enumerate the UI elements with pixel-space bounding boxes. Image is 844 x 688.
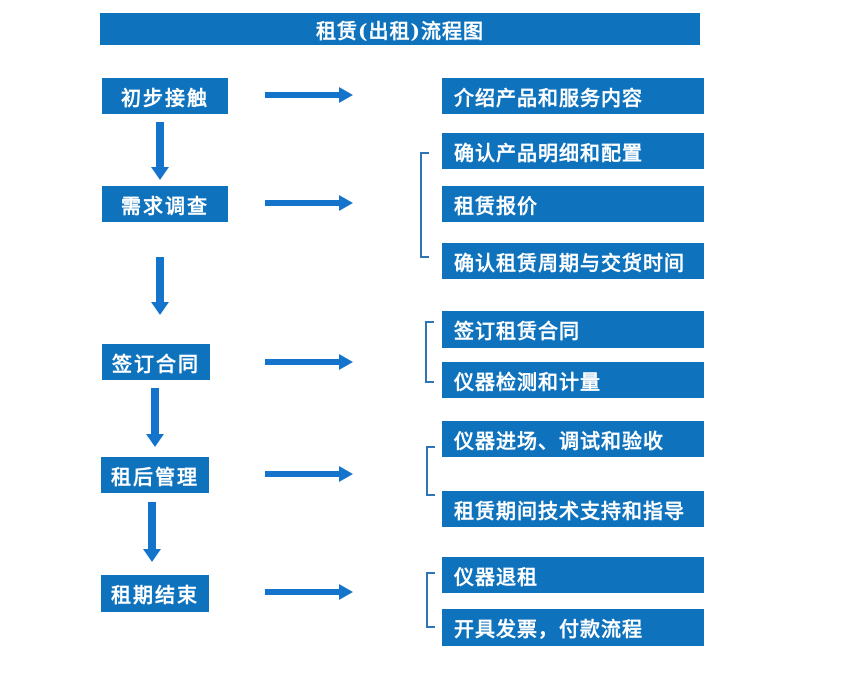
detail-label: 确认租赁周期与交货时间: [454, 250, 685, 275]
group-bracket: [425, 321, 434, 383]
stage-sign-contract: 签订合同: [102, 344, 210, 380]
detail-introduce-products: 介绍产品和服务内容: [442, 78, 704, 114]
detail-instrument-inspection: 仪器检测和计量: [442, 362, 704, 398]
arrow-shaft: [265, 92, 340, 98]
detail-confirm-rental-period: 确认租赁周期与交货时间: [442, 243, 704, 279]
arrow-head: [146, 434, 164, 447]
arrow-head: [143, 549, 161, 562]
arrow-head: [339, 354, 353, 370]
arrow-shaft: [148, 502, 156, 550]
detail-label: 签订租赁合同: [454, 319, 580, 343]
arrow-shaft: [265, 471, 340, 477]
stage-label: 签订合同: [112, 351, 200, 376]
detail-technical-support: 租赁期间技术支持和指导: [442, 491, 704, 527]
detail-label: 开具发票，付款流程: [454, 617, 643, 641]
stage-post-rental-management: 租后管理: [101, 457, 209, 493]
arrow-head: [339, 195, 353, 211]
stage-label: 需求调查: [121, 193, 209, 218]
group-bracket: [426, 572, 435, 628]
arrow-head: [151, 167, 169, 180]
detail-rental-quote: 租赁报价: [442, 186, 704, 222]
stage-lease-end: 租期结束: [101, 575, 209, 612]
detail-instrument-return: 仪器退租: [442, 557, 704, 593]
stage-label: 租后管理: [111, 464, 199, 489]
detail-label: 仪器进场、调试和验收: [454, 428, 664, 453]
stage-label: 初步接触: [121, 85, 209, 110]
detail-label: 确认产品明细和配置: [454, 140, 643, 165]
detail-label: 仪器检测和计量: [454, 369, 601, 394]
arrow-shaft: [265, 359, 340, 365]
page-title: 租赁(出租)流程图: [316, 18, 484, 43]
stage-needs-survey: 需求调查: [102, 186, 228, 222]
detail-invoice-payment: 开具发票，付款流程: [442, 609, 704, 646]
detail-instrument-setup-acceptance: 仪器进场、调试和验收: [442, 421, 704, 457]
arrow-shaft: [151, 388, 159, 435]
stage-initial-contact: 初步接触: [102, 78, 228, 114]
group-bracket: [426, 446, 435, 496]
arrow-head: [151, 302, 169, 315]
arrow-head: [339, 584, 353, 600]
arrow-shaft: [156, 257, 164, 303]
detail-label: 租赁报价: [454, 193, 538, 218]
arrow-head: [339, 466, 353, 482]
detail-label: 租赁期间技术支持和指导: [454, 498, 685, 523]
detail-label: 仪器退租: [454, 564, 538, 589]
stage-label: 租期结束: [111, 583, 199, 607]
arrow-head: [339, 87, 353, 103]
group-bracket: [420, 152, 429, 258]
arrow-shaft: [156, 122, 164, 168]
detail-confirm-product-config: 确认产品明细和配置: [442, 133, 704, 169]
title-bar: 租赁(出租)流程图: [100, 13, 700, 45]
detail-label: 介绍产品和服务内容: [454, 85, 643, 110]
arrow-shaft: [265, 200, 340, 206]
detail-sign-rental-contract: 签订租赁合同: [442, 311, 704, 348]
arrow-shaft: [265, 589, 340, 595]
